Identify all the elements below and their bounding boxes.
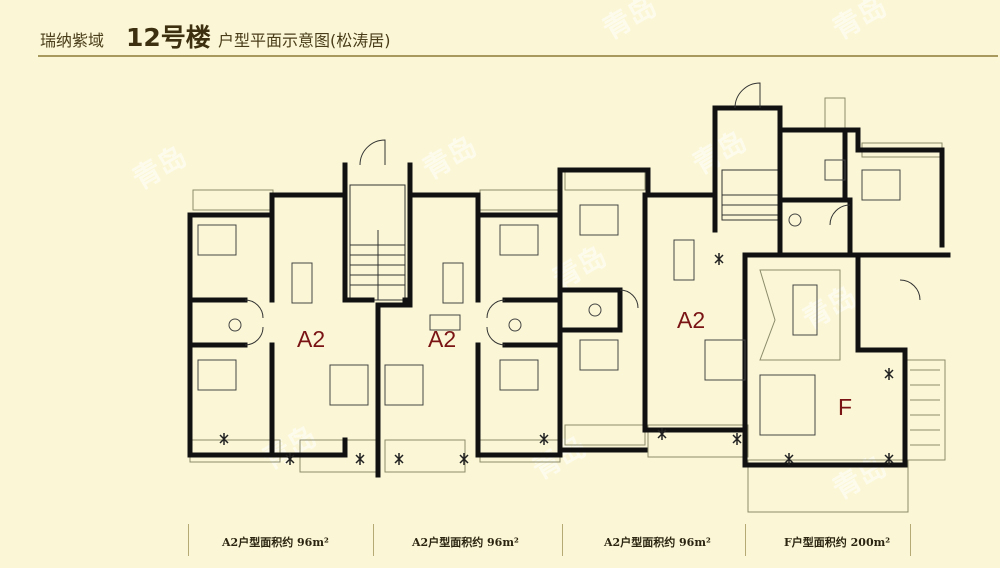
- plan-subtitle: 户型平面示意图(松涛居): [218, 31, 391, 50]
- unit-label-4: F: [838, 394, 852, 420]
- unit-caption-3: A2户型面积约 96m²: [604, 536, 711, 549]
- project-name: 瑞纳紫域: [40, 31, 105, 50]
- svg-text:青岛: 青岛: [827, 449, 892, 506]
- caption-divider: [562, 524, 563, 556]
- building-number: 12号楼: [126, 23, 211, 52]
- unit-label-2: A2: [428, 326, 456, 352]
- unit-label-3: A2: [677, 307, 705, 333]
- header-divider: [38, 55, 998, 57]
- walls: [187, 105, 951, 478]
- furniture: [197, 159, 901, 436]
- unit-caption-1: A2户型面积约 96m²: [222, 536, 329, 549]
- caption-divider: [910, 524, 911, 556]
- unit-caption-2: A2户型面积约 96m²: [412, 536, 519, 549]
- plants: [219, 253, 894, 465]
- svg-text:青岛: 青岛: [417, 129, 482, 186]
- unit-caption-4: F户型面积约 200m²: [784, 536, 891, 549]
- svg-text:青岛: 青岛: [687, 124, 752, 181]
- unit-label-1: A2: [297, 326, 325, 352]
- svg-text:青岛: 青岛: [827, 0, 892, 46]
- caption-divider: [188, 524, 189, 556]
- caption-divider: [745, 524, 746, 556]
- doors: [244, 82, 921, 346]
- svg-text:青岛: 青岛: [257, 419, 322, 476]
- svg-text:青岛: 青岛: [597, 0, 662, 46]
- caption-divider: [373, 524, 374, 556]
- header: 瑞纳紫域 12号楼 户型平面示意图(松涛居): [0, 0, 1000, 58]
- svg-text:青岛: 青岛: [127, 139, 192, 196]
- svg-text:青岛: 青岛: [797, 279, 862, 336]
- stairs: [349, 169, 783, 301]
